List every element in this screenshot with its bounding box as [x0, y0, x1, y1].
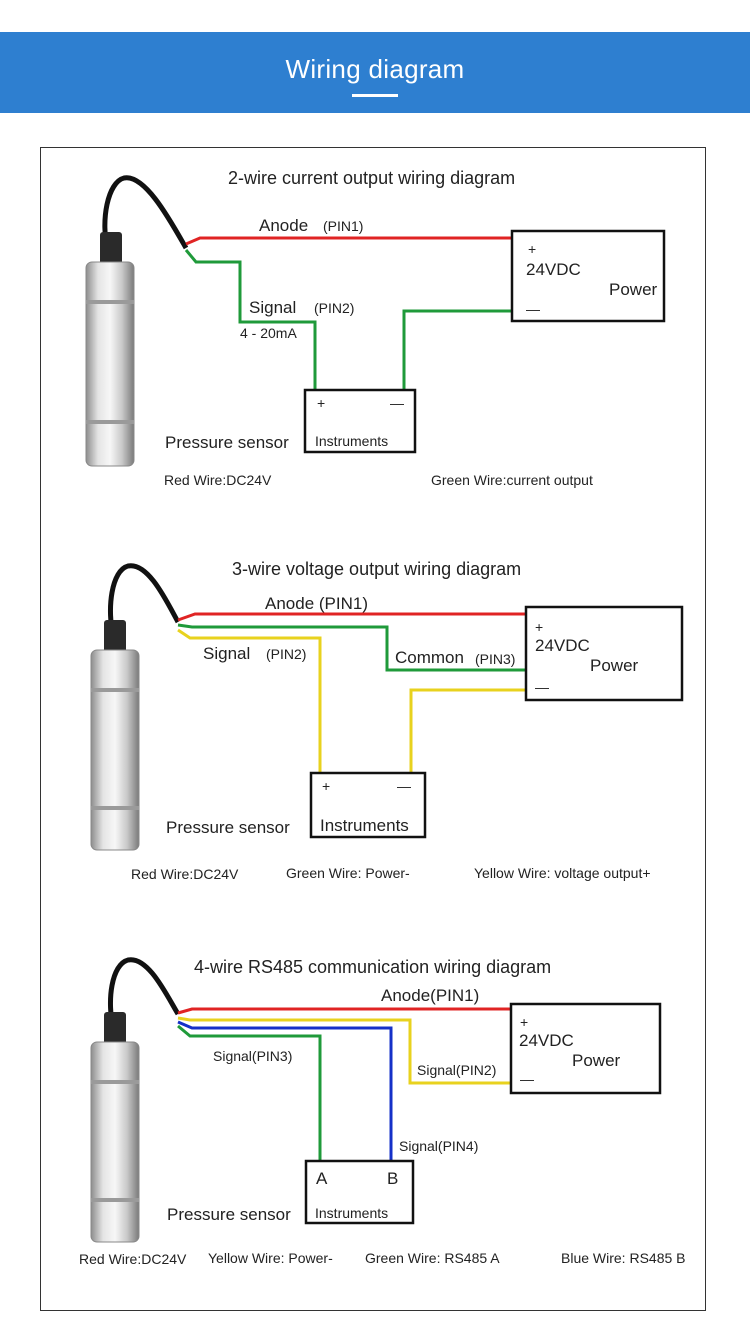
instruments-box: [309, 771, 427, 839]
red-wire: [185, 236, 512, 246]
diagram-frame: [40, 147, 706, 1311]
legend-red: Red Wire:DC24V: [164, 472, 272, 488]
sensor-label: Pressure sensor: [165, 433, 289, 452]
legend-green: Green Wire:current output: [431, 472, 593, 488]
instruments-label: Instruments: [320, 816, 409, 835]
pressure-sensor-icon: [90, 563, 181, 851]
diagram-title: 4-wire RS485 communication wiring diagra…: [194, 957, 551, 977]
power-label: Power: [572, 1051, 621, 1070]
diagram-title: 2-wire current output wiring diagram: [228, 168, 515, 188]
power-plus: +: [535, 619, 543, 635]
instruments-box: [304, 1159, 415, 1225]
diagram-3-wire: 3-wire voltage output wiring diagram Ano…: [90, 559, 684, 882]
yellow-wire: [177, 1016, 511, 1085]
legend-red: Red Wire:DC24V: [131, 866, 239, 882]
power-voltage: 24VDC: [519, 1031, 574, 1050]
power-voltage: 24VDC: [535, 636, 590, 655]
anode-label: Anode(PIN1): [381, 986, 479, 1005]
instruments-minus: —: [397, 778, 411, 794]
power-plus: +: [520, 1014, 528, 1030]
power-box: [524, 605, 684, 702]
green-wire: [177, 623, 526, 672]
power-minus: —: [526, 301, 540, 317]
diagram-4-wire: 4-wire RS485 communication wiring diagra…: [79, 957, 686, 1267]
legend-blue: Blue Wire: RS485 B: [561, 1250, 686, 1266]
legend-yellow: Yellow Wire: Power-: [208, 1250, 333, 1266]
green-wire-return: [402, 309, 512, 392]
red-wire: [177, 1007, 511, 1015]
sensor-label: Pressure sensor: [166, 818, 290, 837]
instruments-plus: +: [317, 395, 325, 411]
title-underline: [352, 94, 398, 97]
diagram-2-wire: 2-wire current output wiring diagram Ano…: [85, 168, 666, 488]
anode-label: Anode: [259, 216, 308, 235]
signal3-label: Signal(PIN3): [213, 1048, 292, 1064]
legend-green: Green Wire: RS485 A: [365, 1250, 500, 1266]
terminal-a: A: [316, 1169, 328, 1188]
instruments-label: Instruments: [315, 433, 388, 449]
anode-pin-label: (PIN1): [323, 218, 363, 234]
signal-label: Signal: [203, 644, 250, 663]
signal-pin-label: (PIN2): [266, 646, 306, 662]
power-minus: —: [520, 1071, 534, 1087]
signal-pin-label: (PIN2): [314, 300, 354, 316]
diagram-title: 3-wire voltage output wiring diagram: [232, 559, 521, 579]
terminal-b: B: [387, 1169, 398, 1188]
instruments-box: [303, 388, 417, 454]
page-header: Wiring diagram: [0, 32, 750, 113]
power-label: Power: [609, 280, 658, 299]
power-label: Power: [590, 656, 639, 675]
green-wire: [177, 1024, 322, 1162]
green-wire-signal: [184, 249, 317, 392]
pressure-sensor-icon: [85, 175, 189, 467]
pressure-sensor-icon: [90, 957, 181, 1243]
instruments-minus: —: [390, 395, 404, 411]
signal2-label: Signal(PIN2): [417, 1062, 496, 1078]
page-title: Wiring diagram: [285, 54, 465, 84]
current-label: 4 - 20mA: [240, 325, 297, 341]
red-wire: [177, 612, 526, 622]
yellow-wire-signal: [177, 628, 322, 775]
power-box: [510, 229, 666, 323]
power-box: [509, 1002, 662, 1095]
power-minus: —: [535, 679, 549, 695]
instruments-plus: +: [322, 778, 330, 794]
legend-green: Green Wire: Power-: [286, 865, 410, 881]
signal4-label: Signal(PIN4): [399, 1138, 478, 1154]
sensor-label: Pressure sensor: [167, 1205, 291, 1224]
legend-red: Red Wire:DC24V: [79, 1251, 187, 1267]
instruments-label: Instruments: [315, 1205, 388, 1221]
power-voltage: 24VDC: [526, 260, 581, 279]
common-pin-label: (PIN3): [475, 651, 515, 667]
legend-yellow: Yellow Wire: voltage output+: [474, 865, 651, 881]
signal-label: Signal: [249, 298, 296, 317]
power-plus: +: [528, 241, 536, 257]
anode-label: Anode (PIN1): [265, 594, 368, 613]
blue-wire: [177, 1020, 393, 1162]
common-label: Common: [395, 648, 464, 667]
yellow-wire-return: [409, 688, 526, 775]
